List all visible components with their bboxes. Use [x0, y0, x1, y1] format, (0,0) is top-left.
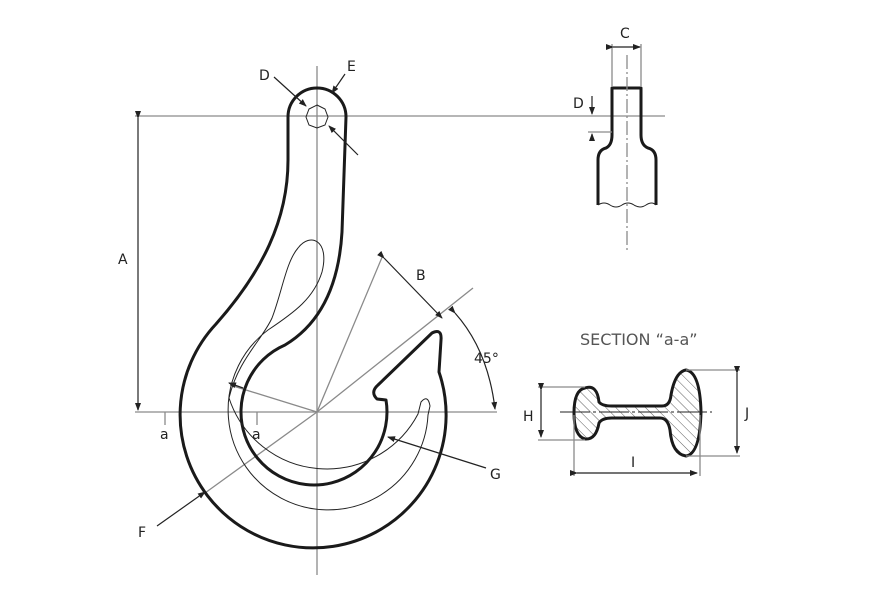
- dimension-f-arrow: [156, 491, 206, 527]
- label-c: C: [620, 26, 630, 42]
- label-a-right: a: [252, 427, 261, 443]
- label-d: D: [573, 96, 584, 112]
- dimension-b-line: [376, 250, 443, 319]
- dimension-e-arrow: [331, 73, 346, 94]
- label-e: E: [347, 59, 356, 75]
- dimension-f-inner: [228, 382, 244, 389]
- eye-hole: [305, 104, 329, 129]
- label-i: I: [631, 455, 635, 471]
- label-g: G: [490, 467, 501, 483]
- hook-outline: [178, 86, 448, 550]
- label-a-left: a: [160, 427, 169, 443]
- label-d-eye: D: [259, 68, 270, 84]
- label-j: J: [744, 406, 749, 422]
- hook-inner-contour: [227, 239, 431, 511]
- dimension-g-arrow: [387, 436, 487, 469]
- label-f: F: [138, 525, 146, 541]
- side-view: [588, 44, 658, 250]
- reference-lines: [135, 66, 665, 575]
- label-h: H: [523, 409, 534, 425]
- angle-arc: [448, 305, 498, 410]
- label-a: A: [118, 252, 128, 268]
- section-title: SECTION “a-a”: [580, 330, 698, 349]
- section-view: [538, 366, 740, 476]
- label-b: B: [416, 268, 426, 284]
- dimension-d-arrow-2: [328, 125, 359, 156]
- dimension-d-arrow: [273, 76, 307, 107]
- label-angle: 45°: [474, 351, 499, 367]
